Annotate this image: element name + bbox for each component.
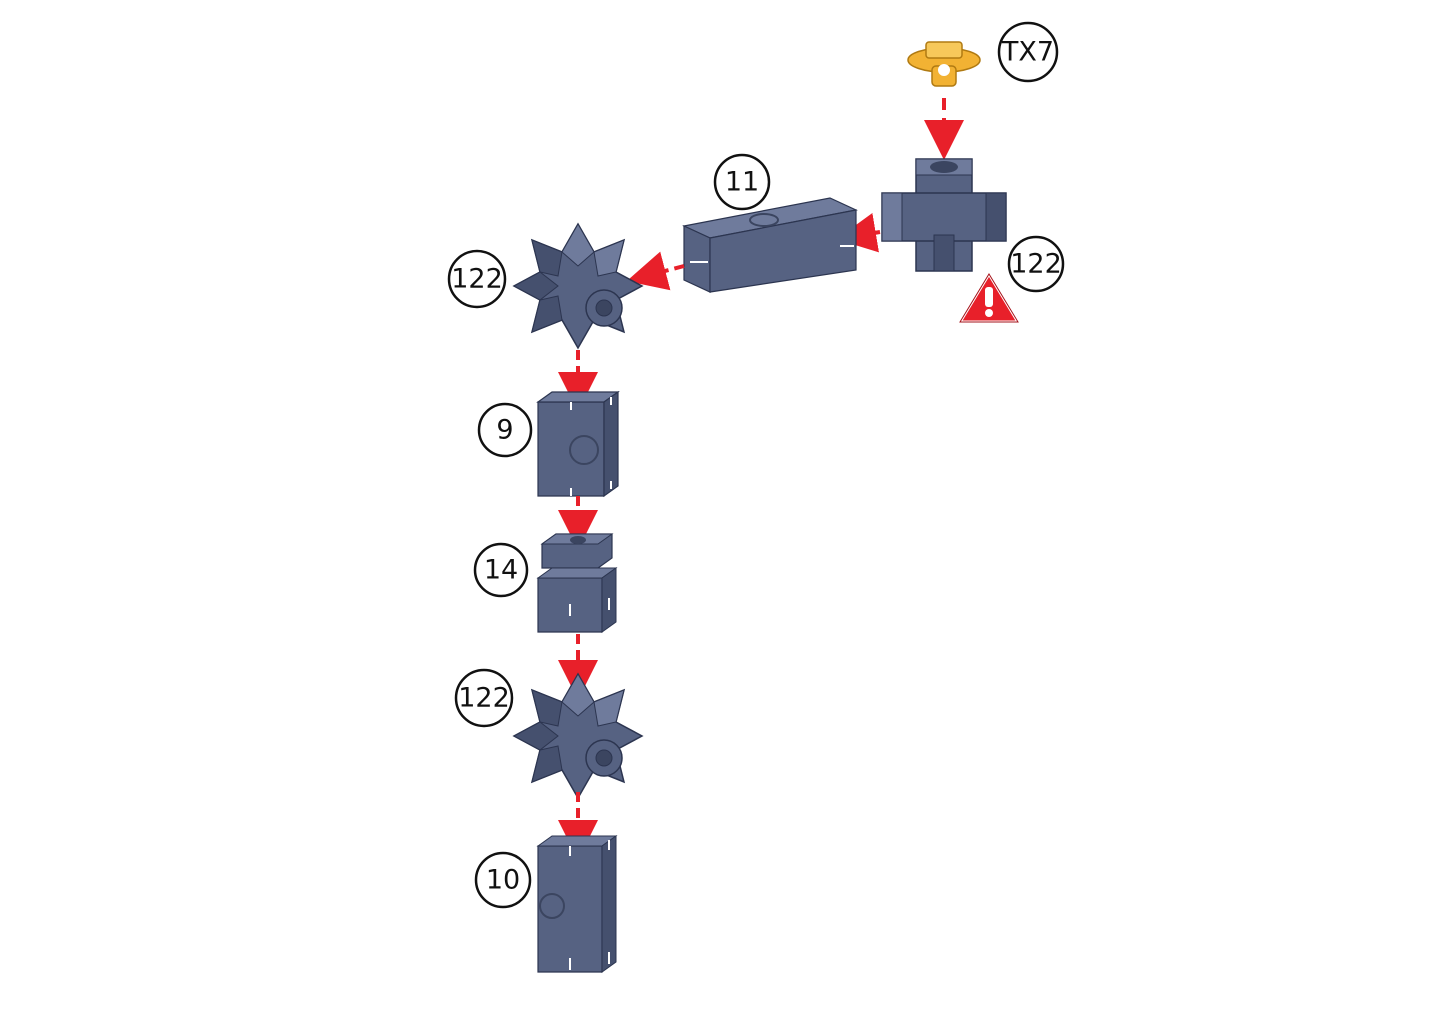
- label-connector-top: 122: [1009, 237, 1063, 291]
- label-tx7: TX7: [999, 23, 1057, 81]
- block-14: [538, 534, 616, 632]
- label-connector-top-text: 122: [1010, 249, 1062, 280]
- connector-mid: [514, 224, 642, 348]
- warning-triangle-icon: [960, 274, 1018, 322]
- label-connector-low-text: 122: [458, 683, 510, 714]
- label-block-14: 14: [475, 544, 527, 596]
- label-rod-11: 11: [715, 155, 769, 209]
- label-connector-mid: 122: [449, 251, 505, 307]
- label-block-14-text: 14: [484, 555, 518, 586]
- connector-top-right: [882, 159, 1006, 271]
- label-connector-low: 122: [456, 670, 512, 726]
- label-block-10-text: 10: [486, 865, 520, 896]
- block-9: [538, 392, 618, 496]
- arrow-connector-to-rod: [856, 232, 880, 236]
- rod-11: [684, 198, 856, 292]
- label-block-9-text: 9: [496, 415, 513, 446]
- label-block-9: 9: [479, 404, 531, 456]
- arrow-rod-to-connector: [646, 266, 684, 276]
- label-block-10: 10: [476, 853, 530, 907]
- tx7-plug: [908, 42, 980, 86]
- label-connector-mid-text: 122: [451, 264, 503, 295]
- block-10: [538, 836, 616, 972]
- label-rod-11-text: 11: [725, 167, 759, 198]
- label-tx7-text: TX7: [1001, 37, 1054, 68]
- connector-low: [514, 674, 642, 798]
